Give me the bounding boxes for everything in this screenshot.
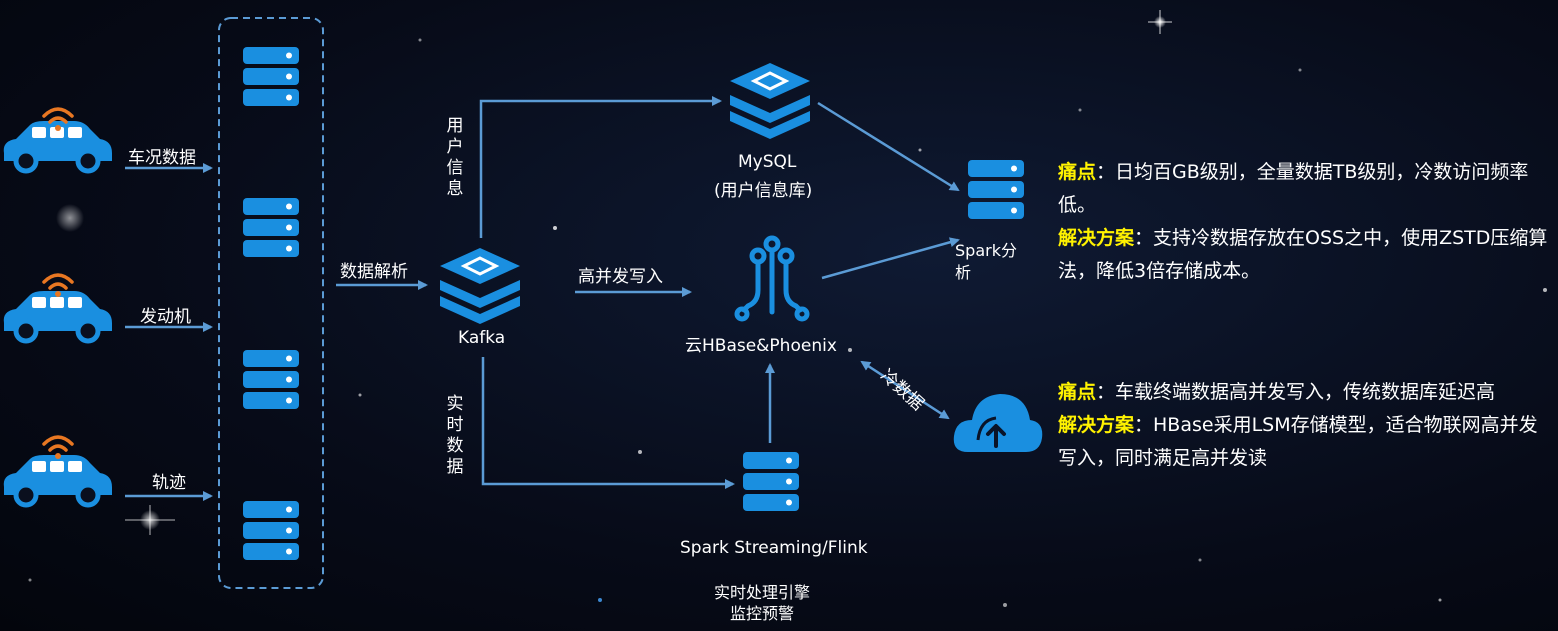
arrow-hbase-to-spark: [821, 237, 960, 280]
spark-server-icon: [968, 160, 1024, 219]
car-icon: [4, 291, 112, 341]
mysql-icon: [728, 61, 812, 141]
note-pain-text: ：日均百GB级别，全量数据TB级别，冷数访问频率低。: [1058, 161, 1529, 216]
kafka-icon: [438, 246, 522, 326]
label-monitor-alert: 监控预警: [730, 604, 795, 623]
note-pain-text: ：车载终端数据高并发写入，传统数据库延迟高: [1096, 381, 1496, 403]
cluster-server-icon: [243, 47, 299, 106]
server-cluster-box: [218, 17, 324, 589]
note-solution-text: ：支持冷数据存放在OSS之中，使用ZSTD压缩算法，降低3倍存储成本。: [1058, 227, 1548, 282]
streaming-server-icon: [743, 452, 799, 511]
cluster-server-icon: [243, 501, 299, 560]
label-realtime-engine: 实时处理引擎: [714, 583, 811, 602]
label-spark-streaming: Spark Streaming/Flink: [680, 538, 868, 558]
label-user-info-vertical: 用户信息: [446, 116, 464, 199]
note-pain-key: 痛点: [1058, 381, 1097, 403]
note-solution-key: 解决方案: [1058, 414, 1135, 436]
cluster-server-icon: [243, 198, 299, 257]
hbase-icon: [734, 235, 810, 322]
cluster-server-icon: [243, 350, 299, 409]
label-mysql: MySQL: [738, 152, 797, 172]
star-field: [28, 10, 1547, 607]
cloud-upload-icon: [953, 394, 1043, 452]
label-hbase: 云HBase&Phoenix: [685, 336, 837, 356]
note-solution-key: 解决方案: [1058, 227, 1135, 249]
label-spark-analysis-1: Spark分: [955, 241, 1017, 260]
arrow-realtime: [481, 357, 735, 489]
label-mysql-sub: (用户信息库): [714, 181, 813, 201]
arrow-mysql-to-spark: [817, 101, 960, 192]
label-trajectory: 轨迹: [152, 473, 186, 493]
label-realtime-vertical: 实时数据: [446, 394, 464, 477]
note-write: 痛点：车载终端数据高并发写入，传统数据库延迟高 解决方案：HBase采用LSM存…: [1058, 376, 1548, 475]
label-vehicle-status: 车况数据: [128, 148, 196, 168]
arrow-cold-data: [860, 360, 950, 420]
label-data-parse: 数据解析: [340, 262, 408, 282]
label-spark-analysis-2: 析: [955, 263, 972, 282]
note-pain-key: 痛点: [1058, 161, 1097, 183]
label-engine: 发动机: [140, 307, 191, 327]
label-high-concurrency-write: 高并发写入: [578, 267, 663, 287]
note-storage: 痛点：日均百GB级别，全量数据TB级别，冷数访问频率低。 解决方案：支持冷数据存…: [1058, 156, 1548, 288]
car-icon: [4, 455, 112, 505]
label-kafka: Kafka: [458, 328, 506, 348]
note-solution-text: ：HBase采用LSM存储模型，适合物联网高并发写入，同时满足高并发读: [1058, 414, 1538, 469]
arrow-user-info: [479, 96, 722, 238]
